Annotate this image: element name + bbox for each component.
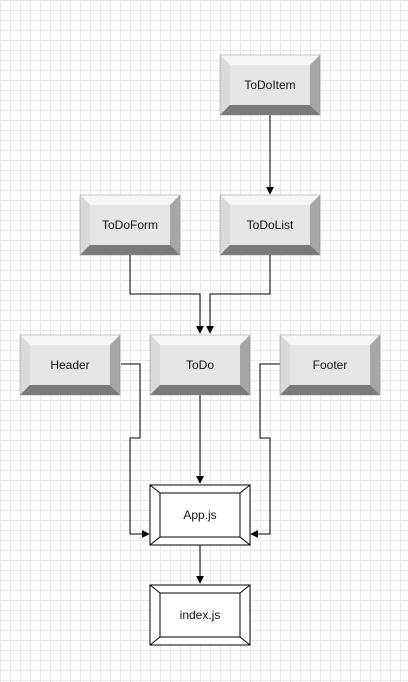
node-label-todo: ToDo <box>186 358 214 372</box>
node-todoform[interactable]: ToDoForm <box>79 194 181 256</box>
node-label-todoform: ToDoForm <box>102 218 158 232</box>
node-appjs[interactable]: App.js <box>149 484 251 546</box>
node-label-appjs: App.js <box>183 508 216 522</box>
node-label-todoitem: ToDoItem <box>244 78 295 92</box>
node-label-todolist: ToDoList <box>247 218 294 232</box>
node-todo[interactable]: ToDo <box>149 334 251 396</box>
edges <box>121 114 281 584</box>
node-todoitem[interactable]: ToDoItem <box>219 54 321 116</box>
node-label-indexjs: index.js <box>180 608 221 622</box>
edge-header-to-appjs <box>121 363 150 538</box>
edge-footer-to-appjs <box>250 363 281 538</box>
node-footer[interactable]: Footer <box>279 334 381 396</box>
node-label-footer: Footer <box>313 358 348 372</box>
node-indexjs[interactable]: index.js <box>149 584 251 646</box>
edge-todolist-to-todo <box>206 254 271 334</box>
node-header[interactable]: Header <box>19 334 121 396</box>
node-label-header: Header <box>50 358 89 372</box>
node-todolist[interactable]: ToDoList <box>219 194 321 256</box>
edge-todoform-to-todo <box>129 254 204 334</box>
